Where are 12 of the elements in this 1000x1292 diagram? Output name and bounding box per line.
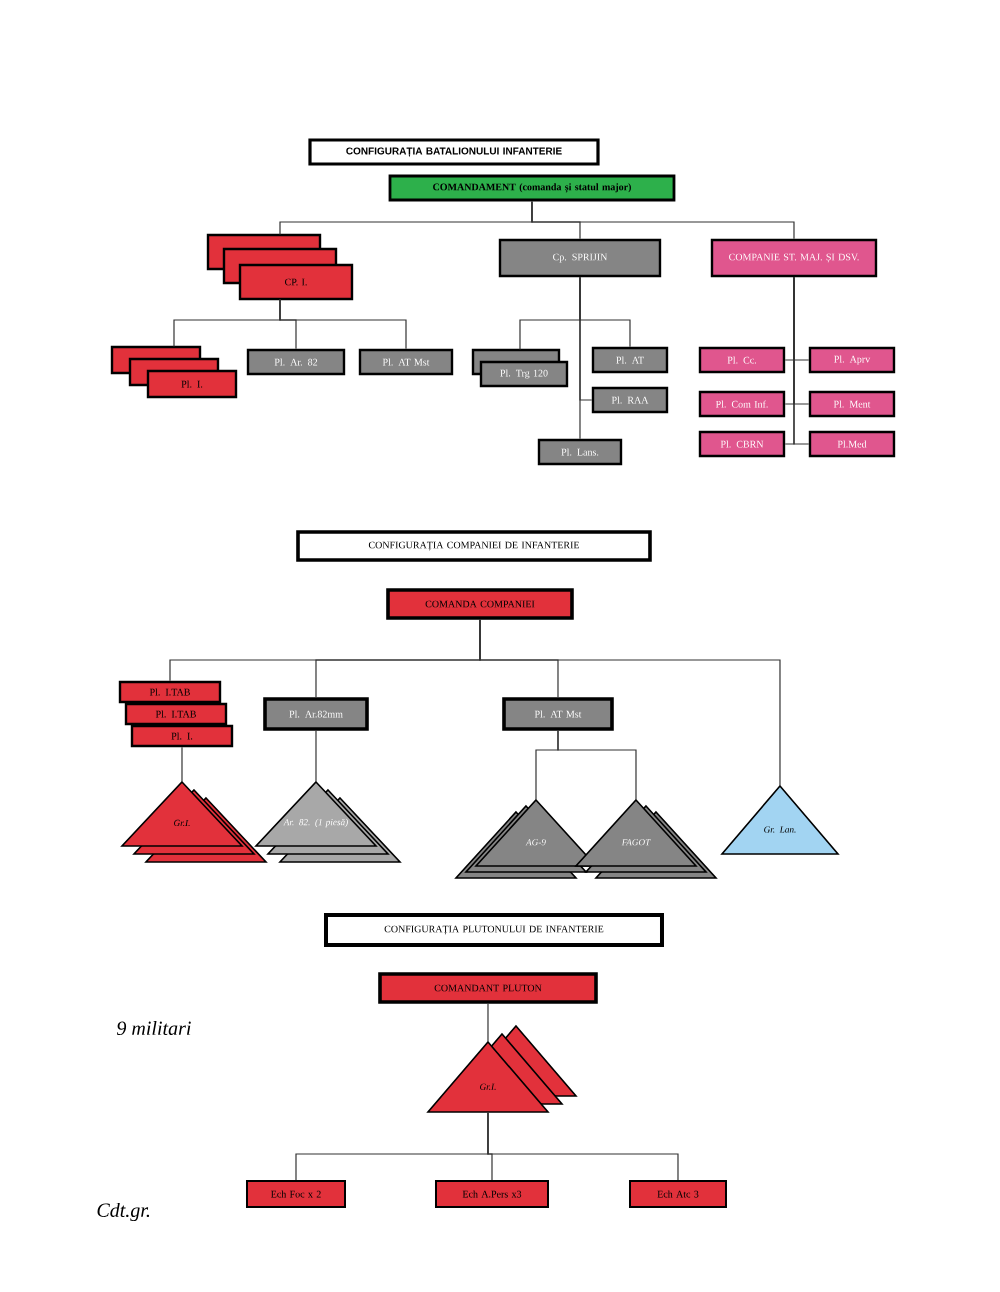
connector-line: [793, 276, 810, 445]
connector-line: [487, 1003, 489, 1043]
note-text: Cdt.gr.: [97, 1202, 150, 1222]
connector-line: [487, 1111, 679, 1181]
connector-line: [315, 730, 317, 783]
connector-line: [279, 298, 407, 350]
note-text: 9 militari: [117, 1020, 191, 1036]
connector-line: [181, 746, 183, 783]
connector-line: [579, 276, 581, 440]
connector-line: [531, 200, 795, 240]
connector-line: [557, 730, 637, 801]
connector-line: [479, 619, 781, 787]
